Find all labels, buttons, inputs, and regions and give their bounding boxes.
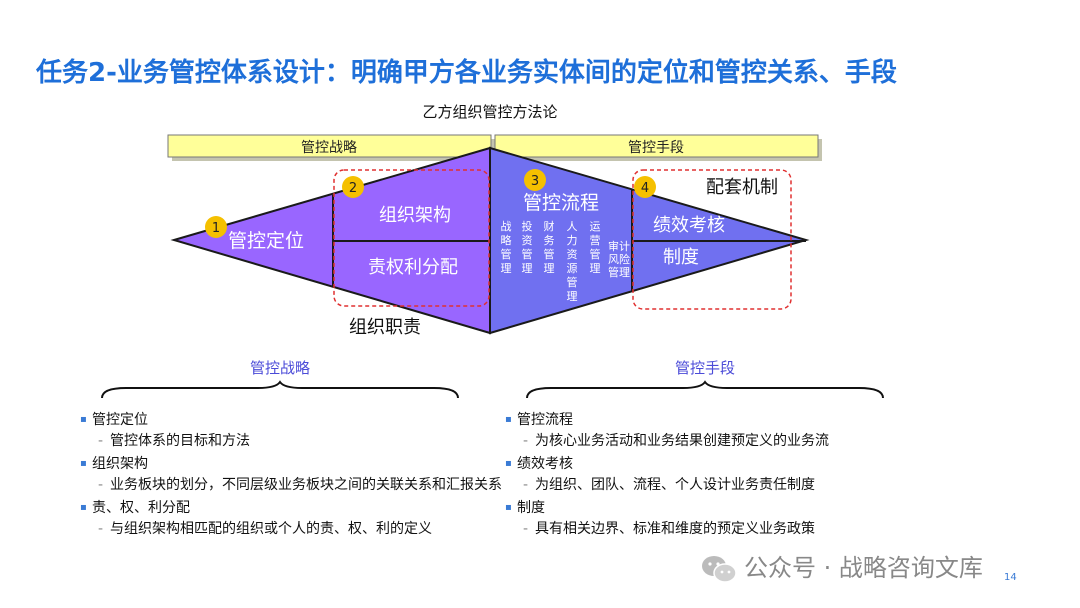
process-item-hr-mgmt: 人力资源管理 xyxy=(567,220,578,303)
process-item-audit-risk-mgmt: 审计风险管理 xyxy=(608,239,630,279)
bar-left-label: 管控战略 xyxy=(301,140,357,156)
strategy-sub-1: 管控体系的目标和方法 xyxy=(80,431,480,452)
page-title: 任务2-业务管控体系设计：明确甲方各业务实体间的定位和管控关系、手段 xyxy=(36,58,897,88)
strategy-sub-3: 与组织架构相匹配的组织或个人的责、权、利的定义 xyxy=(80,519,480,540)
org-dashed-box xyxy=(333,169,490,307)
process-item-investment-mgmt: 投资管理 xyxy=(522,219,533,275)
node-process-label: 管控流程 xyxy=(523,192,599,214)
means-column-heading: 管控手段 xyxy=(674,359,735,377)
badge-1 xyxy=(205,216,227,238)
means-list: 管控流程 为核心业务活动和业务结果创建预定义的业务流 绩效考核 为组织、团队、流… xyxy=(505,409,905,540)
control-diagram: 管控战略 管控手段 1 2 3 4 管控定位 组织架构 责权利分配 管控流程 绩… xyxy=(167,134,822,338)
strategy-brace xyxy=(101,380,459,399)
strategy-column-heading: 管控战略 xyxy=(249,359,310,377)
means-sub-1: 为核心业务活动和业务结果创建预定义的业务流 xyxy=(505,431,905,452)
strategy-sub-2: 业务板块的划分，不同层级业务板块之间的关联关系和汇报关系 xyxy=(80,475,530,496)
support-mechanism-label: 配套机制 xyxy=(706,177,778,198)
watermark-text: 公众号 · 战略咨询文库 xyxy=(744,554,983,582)
node-policy-label: 制度 xyxy=(663,247,699,268)
diagram-subtitle: 乙方组织管控方法论 xyxy=(422,103,558,121)
means-bullet-1: 管控流程 xyxy=(505,409,905,431)
strategy-column: 管控战略 管控定位 管控体系的目标和方法 组织架构 业务板块的划分，不同层级业务… xyxy=(80,357,502,542)
badge-3 xyxy=(524,169,546,191)
badge-2-number: 2 xyxy=(349,181,357,196)
means-column: 管控手段 管控流程 为核心业务活动和业务结果创建预定义的业务流 绩效考核 为组织… xyxy=(505,357,905,542)
means-sub-3: 具有相关边界、标准和维度的预定义业务政策 xyxy=(505,519,905,540)
support-dashed-box xyxy=(632,169,792,310)
badge-4 xyxy=(634,176,656,198)
node-rights-allocation-label: 责权利分配 xyxy=(368,257,458,278)
strategy-list: 管控定位 管控体系的目标和方法 组织架构 业务板块的划分，不同层级业务板块之间的… xyxy=(80,409,502,540)
bar-left xyxy=(167,134,492,158)
badge-1-number: 1 xyxy=(212,221,220,236)
node-positioning-label: 管控定位 xyxy=(228,230,304,252)
node-org-structure-label: 组织架构 xyxy=(379,205,451,226)
badge-2 xyxy=(342,176,364,198)
badge-3-number: 3 xyxy=(531,174,539,189)
org-duty-label: 组织职责 xyxy=(349,317,421,338)
process-item-strategy-mgmt: 战略管理 xyxy=(501,220,512,275)
means-sub-2: 为组织、团队、流程、个人设计业务责任制度 xyxy=(505,475,905,496)
bar-right xyxy=(494,134,819,158)
wechat-icon xyxy=(702,556,737,583)
strategy-bullet-1: 管控定位 xyxy=(80,409,480,431)
node-performance-label: 绩效考核 xyxy=(653,215,725,236)
strategy-bullet-3: 责、权、利分配 xyxy=(80,497,480,519)
strategy-bullet-2: 组织架构 xyxy=(80,453,480,475)
process-item-operations-mgmt: 运营管理 xyxy=(590,220,601,275)
badge-4-number: 4 xyxy=(641,181,649,196)
means-brace xyxy=(526,380,884,399)
means-bullet-3: 制度 xyxy=(505,497,905,519)
process-item-finance-mgmt: 财务管理 xyxy=(544,219,555,275)
means-bullet-2: 绩效考核 xyxy=(505,453,905,475)
bar-right-label: 管控手段 xyxy=(628,140,684,156)
page-number: 14 xyxy=(1004,572,1017,583)
